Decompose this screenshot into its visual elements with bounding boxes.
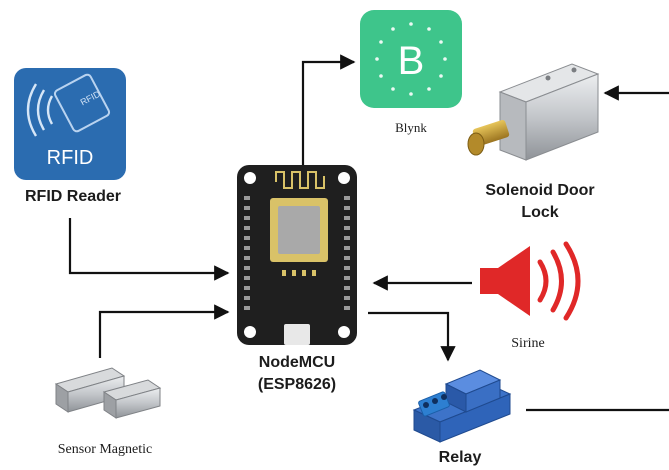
solenoid-label-line1: Solenoid Door (485, 182, 595, 199)
rfid-reader-label: RFID Reader (24, 188, 122, 205)
rfid-icon: RFID RFID (14, 68, 126, 180)
siren-icon (480, 241, 581, 321)
blynk-label: Blynk (395, 120, 427, 135)
relay-label: Relay (438, 449, 482, 466)
blynk-letter: B (398, 39, 425, 83)
blynk-icon: B (360, 10, 462, 108)
arrow-nodemcu-to-relay (368, 311, 456, 362)
magnetic-sensor-icon (54, 367, 162, 419)
rfid-icon-text: RFID (47, 147, 94, 169)
sensor-magnetic-label: Sensor Magnetic (57, 442, 153, 457)
relay-icon (412, 369, 512, 443)
nodemcu-label-line1: NodeMCU (258, 354, 336, 371)
nodemcu-label-line2: (ESP8626) (257, 376, 337, 393)
connectors (68, 54, 669, 412)
arrow-sensor-to-nodemcu (98, 304, 230, 358)
solenoid-lock-icon (467, 63, 600, 161)
solenoid-label-line2: Lock (521, 204, 559, 221)
arrow-nodemcu-to-blynk (301, 54, 356, 165)
nodemcu-board-icon (237, 165, 357, 345)
sirine-label: Sirine (511, 336, 545, 351)
arrow-rfid-to-nodemcu (68, 218, 230, 281)
